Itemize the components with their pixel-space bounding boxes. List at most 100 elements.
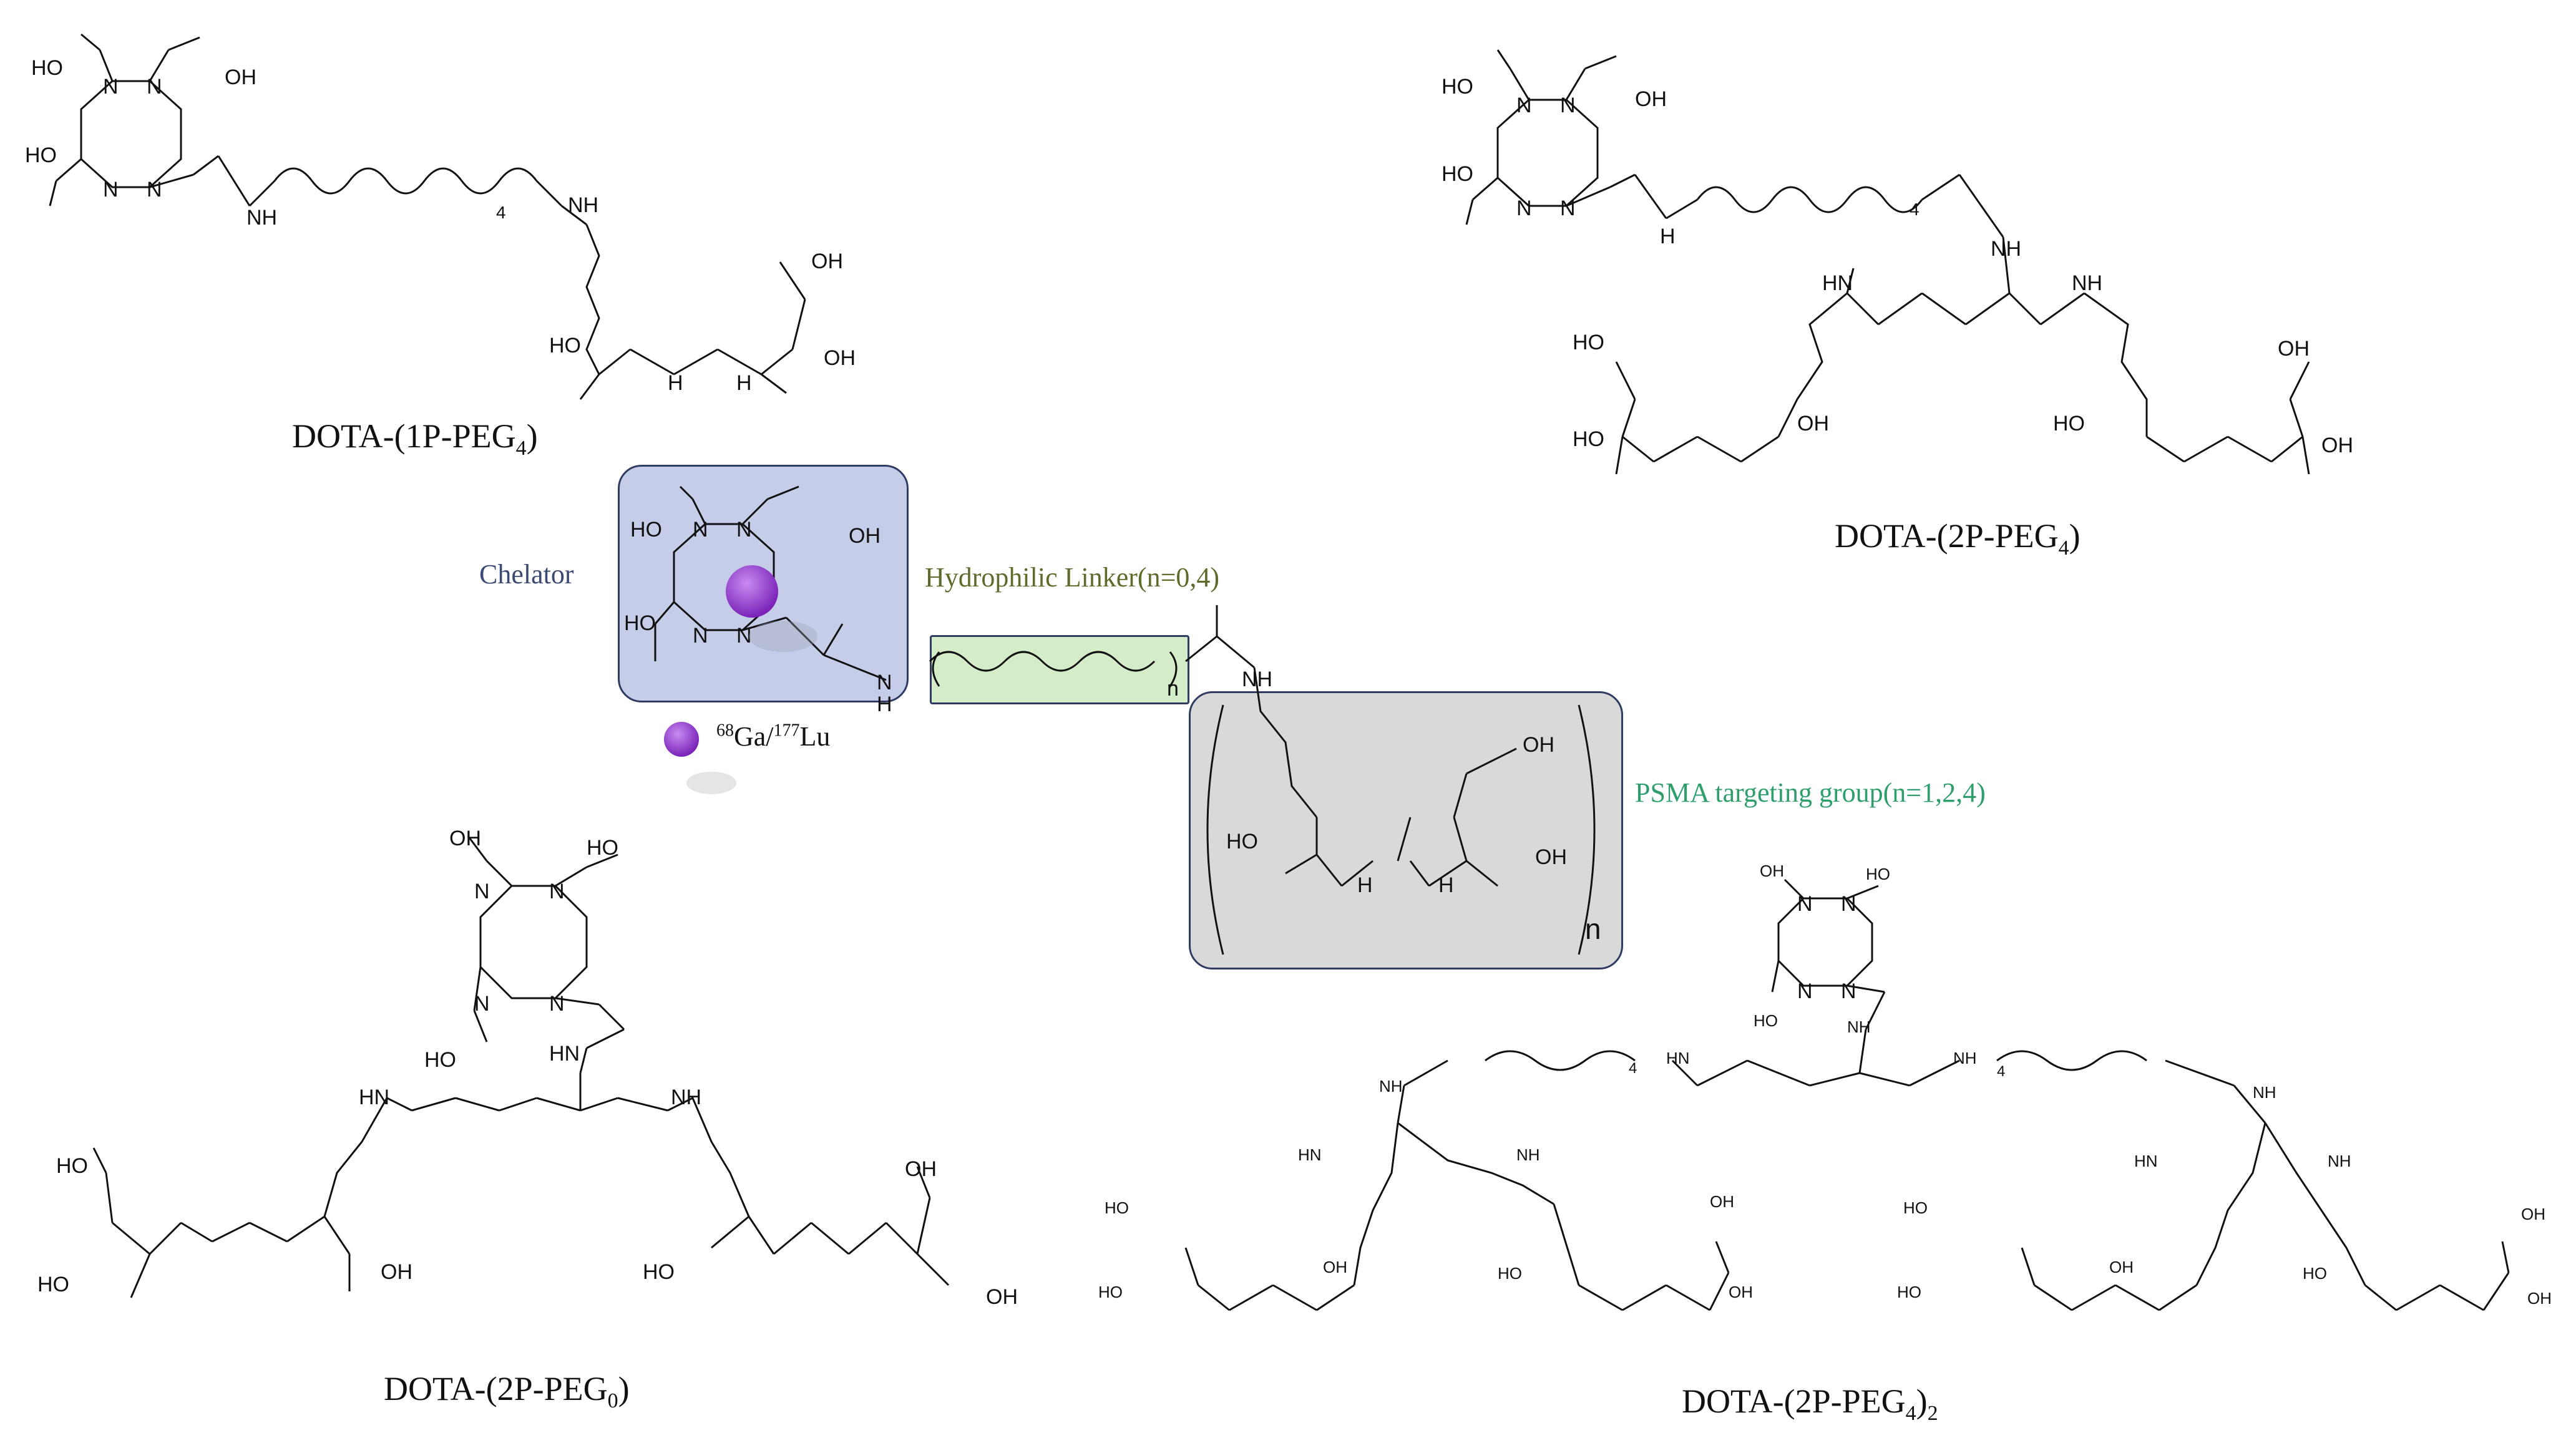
c2-atom-n3: N <box>1516 197 1532 220</box>
c2-atom-oh3: OH <box>1797 412 1829 435</box>
c2-atom-nh2: NH <box>2072 271 2102 295</box>
central-atom-h3: H <box>1438 873 1454 897</box>
c4-name-sub2: 2 <box>1927 1401 1938 1425</box>
c4-atom-ho8: HO <box>2303 1264 2327 1283</box>
c4-peg-count-2: 4 <box>1997 1063 2005 1080</box>
c4-atom-hn3: HN <box>2134 1152 2158 1170</box>
central-structure: N N N N HO OH HO N H n NH OH HO H H OH n <box>624 485 1601 955</box>
c1-peg-count: 4 <box>496 203 506 222</box>
c2-atom-ho3: HO <box>1573 331 1604 354</box>
c1-atom-ho1: HO <box>31 56 63 80</box>
c4-atom-ho5: HO <box>1098 1283 1123 1301</box>
c4-atom-nh4: NH <box>2253 1083 2276 1102</box>
linker-label: Hydrophilic Linker(n=0,4) <box>925 562 1220 593</box>
c3-atom-n4: N <box>549 992 565 1016</box>
c1-atom-oh2: OH <box>811 250 843 273</box>
c2-atom-oh1: OH <box>1635 87 1667 111</box>
c1-atom-oh3: OH <box>824 346 856 370</box>
c3-atom-oh2: OH <box>905 1157 937 1181</box>
c4-atom-nh6: NH <box>2328 1152 2351 1170</box>
c1-atom-n3: N <box>103 178 119 202</box>
c2-atom-n4: N <box>1560 197 1576 220</box>
isotope-ga: Ga/ <box>734 721 774 752</box>
c2-atom-ho1: HO <box>1442 75 1473 99</box>
c4-atom-ho3: HO <box>1105 1198 1129 1217</box>
c3-name-sub: 0 <box>607 1389 618 1412</box>
c4-atom-ho4: HO <box>1903 1198 1928 1217</box>
c1-atom-h2: H <box>736 371 752 395</box>
c2-atom-oh4: OH <box>2321 434 2353 457</box>
c1-atom-oh1: OH <box>225 66 256 89</box>
c3-atom-ho3: HO <box>56 1154 88 1178</box>
c3-name-prefix: DOTA-(2P-PEG <box>384 1370 608 1407</box>
c4-atom-oh4: OH <box>1323 1258 1347 1276</box>
isotope-ga-mass: 68 <box>716 721 734 741</box>
central-atom-nh1: NH <box>1242 668 1272 691</box>
metal-ion-icon <box>726 565 778 618</box>
c3-atom-ho4: HO <box>37 1273 69 1296</box>
c3-atom-ho5: HO <box>643 1260 675 1284</box>
compound-4-structure: N N N N OH HO HO NH HN NH NH NH 4 4 HN N… <box>1098 862 2552 1311</box>
c4-atom-oh7: OH <box>2527 1289 2552 1308</box>
central-atom-ho3: HO <box>1226 830 1258 853</box>
c4-atom-n1: N <box>1797 892 1813 916</box>
central-atom-oh2: OH <box>1523 733 1554 757</box>
c1-atom-nh2: NH <box>568 193 598 217</box>
c1-atom-ho2: HO <box>25 143 57 167</box>
c3-atom-oh3: OH <box>381 1260 412 1284</box>
central-atom-oh3: OH <box>1535 845 1567 869</box>
c3-atom-nh1: NH <box>671 1086 701 1109</box>
c4-atom-ho7: HO <box>1897 1283 1921 1301</box>
c3-atom-n1: N <box>474 880 490 903</box>
c3-atom-oh1: OH <box>449 827 481 850</box>
central-atom-ho1: HO <box>630 518 662 542</box>
compound-1-structure: N N N N HO OH HO NH NH OH HO H H OH 4 <box>25 33 856 400</box>
c2-atom-ho5: HO <box>2053 412 2085 435</box>
c2-atom-n2: N <box>1560 94 1576 117</box>
c1-atom-ho3: HO <box>549 334 581 357</box>
c2-atom-hn1: HN <box>1822 271 1853 295</box>
c2-atom-nh1: NH <box>1991 237 2021 261</box>
c2-peg-count: 4 <box>1910 200 1920 219</box>
c3-atom-hn1: HN <box>549 1042 580 1066</box>
c3-atom-oh4: OH <box>986 1285 1018 1309</box>
central-atom-n2: N <box>736 518 752 542</box>
central-atom-ho2: HO <box>624 611 656 635</box>
c4-atom-oh2: OH <box>1710 1192 1734 1211</box>
c4-atom-nh2: NH <box>1953 1049 1977 1067</box>
c3-atom-ho2: HO <box>424 1048 456 1072</box>
central-linker-n: n <box>1167 677 1179 701</box>
chelator-label: Chelator <box>479 559 574 590</box>
c3-atom-ho1: HO <box>587 836 618 860</box>
c2-atom-n1: N <box>1516 94 1532 117</box>
central-psma-n: n <box>1585 913 1601 945</box>
psma-label: PSMA targeting group(n=1,2,4) <box>1635 777 1986 808</box>
c1-atom-n4: N <box>147 178 162 202</box>
c4-atom-ho6: HO <box>1498 1264 1522 1283</box>
c2-name-sub: 4 <box>2058 536 2069 560</box>
c4-name-prefix: DOTA-(2P-PEG <box>1682 1382 1906 1420</box>
c4-atom-ho1: HO <box>1866 865 1890 883</box>
c2-name-suffix: ) <box>2069 517 2081 555</box>
c4-atom-nh1: NH <box>1847 1018 1871 1036</box>
central-atom-h1: H <box>877 692 892 716</box>
c4-atom-nh3: NH <box>1379 1077 1403 1096</box>
c1-atom-nh1: NH <box>246 206 277 230</box>
c2-name-prefix: DOTA-(2P-PEG <box>1835 517 2059 555</box>
c4-atom-n2: N <box>1841 892 1856 916</box>
c3-atom-n2: N <box>549 880 565 903</box>
central-atom-n3: N <box>693 624 708 648</box>
c1-atom-n1: N <box>103 75 119 99</box>
compound-4-name: DOTA-(2P-PEG4)2 <box>1682 1382 1938 1426</box>
c1-name-sub: 4 <box>515 436 527 460</box>
central-atom-n5: N <box>877 671 892 694</box>
c4-atom-hn1: HN <box>1666 1049 1690 1067</box>
c2-atom-oh2: OH <box>2278 337 2310 361</box>
c4-peg-count-1: 4 <box>1629 1060 1637 1077</box>
c2-atom-ho2: HO <box>1442 162 1473 186</box>
c1-atom-n2: N <box>147 75 162 99</box>
c2-atom-ho4: HO <box>1573 427 1604 451</box>
c2-atom-h1: H <box>1660 225 1676 248</box>
c1-name-prefix: DOTA-(1P-PEG <box>292 417 516 455</box>
